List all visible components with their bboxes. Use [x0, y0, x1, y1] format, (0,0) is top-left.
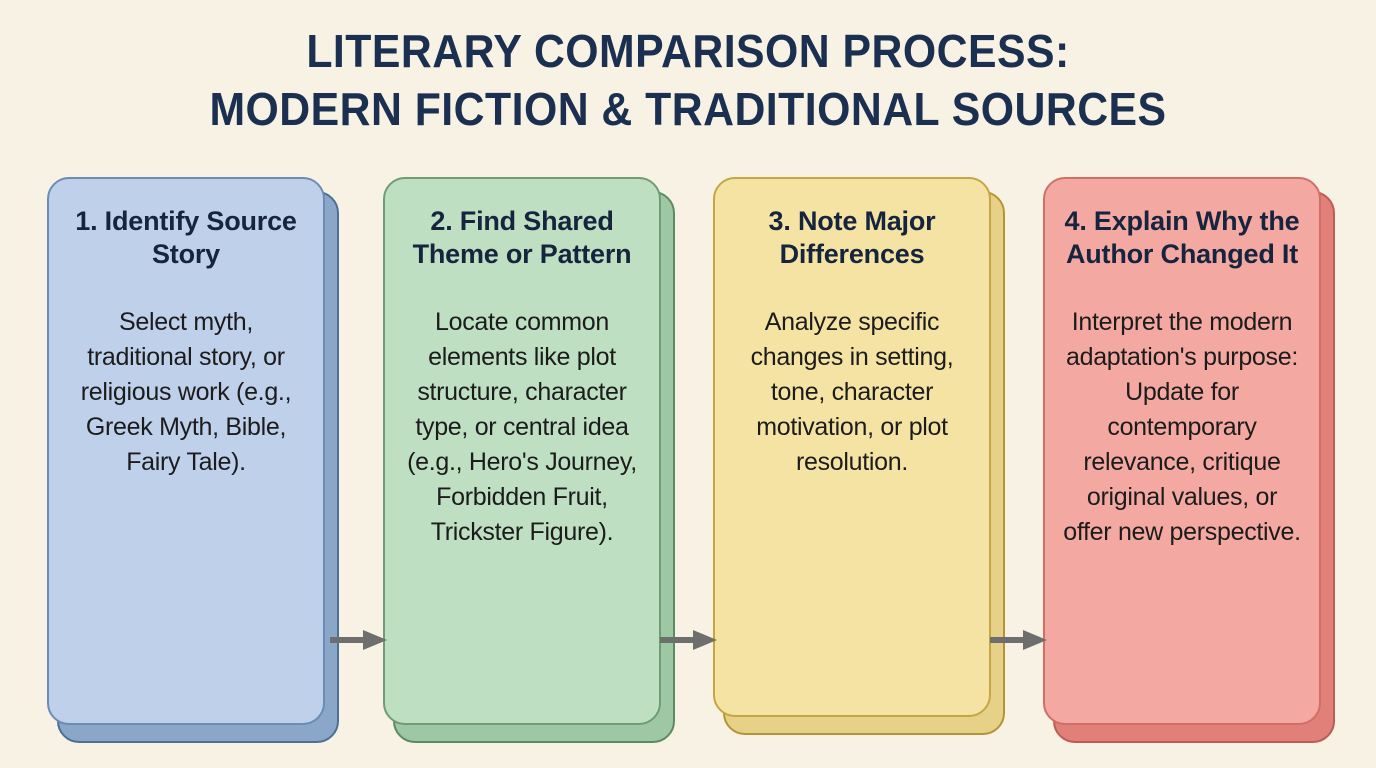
step-card-2[interactable]: 2. Find Shared Theme or Pattern Locate c… — [383, 177, 661, 725]
step-card-4-body: Interpret the modern adaptation's purpos… — [1063, 308, 1301, 546]
step-card-1-heading: 1. Identify Source Story — [75, 206, 297, 269]
step-card-1[interactable]: 1. Identify Source Story Select myth, tr… — [47, 177, 325, 725]
step-card-1-body: Select myth, traditional story, or relig… — [80, 308, 292, 476]
process-flow: 1. Identify Source Story Select myth, tr… — [47, 177, 1335, 743]
step-card-2-heading: 2. Find Shared Theme or Pattern — [412, 206, 632, 269]
title-line-1: LITERARY COMPARISON PROCESS: — [306, 25, 1070, 77]
arrow-step-2-to-3-icon — [660, 627, 718, 653]
title-line-2: MODERN FICTION & TRADITIONAL SOURCES — [209, 83, 1167, 135]
step-card-3-body: Analyze specific changes in setting, ton… — [750, 308, 954, 476]
arrow-step-3-to-4-icon — [990, 627, 1048, 653]
step-card-3[interactable]: 3. Note Major Differences Analyze specif… — [713, 177, 991, 717]
step-card-4[interactable]: 4. Explain Why the Author Changed It Int… — [1043, 177, 1321, 725]
arrow-step-1-to-2-icon — [330, 627, 388, 653]
step-card-3-heading: 3. Note Major Differences — [768, 206, 936, 269]
step-card-4-heading: 4. Explain Why the Author Changed It — [1064, 206, 1300, 269]
page-title: LITERARY COMPARISON PROCESS: MODERN FICT… — [0, 22, 1376, 138]
step-card-2-body: Locate common elements like plot structu… — [407, 308, 637, 546]
